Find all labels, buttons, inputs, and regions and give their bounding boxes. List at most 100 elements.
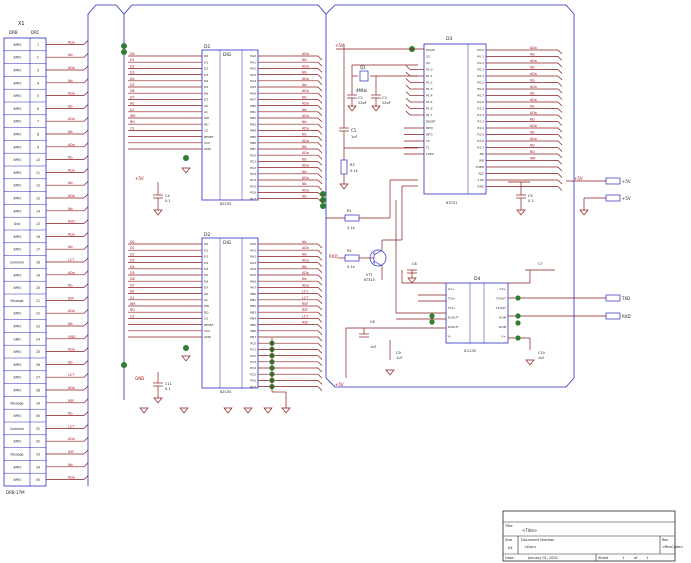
- chip-pin-label: P2.0: [477, 100, 484, 104]
- connector-row-pin: 11: [36, 171, 40, 175]
- chip-net-label: CS: [130, 126, 134, 130]
- chip-net-label: LCT: [302, 314, 309, 318]
- chip-net-label: ADa: [530, 111, 537, 115]
- of-label: of: [634, 556, 638, 560]
- chip-pin-label: PA2: [250, 67, 256, 71]
- chip-net-label: D0: [130, 240, 135, 244]
- transistor-ref: VT1: [366, 273, 373, 277]
- capacitor-value: 1uF: [538, 356, 544, 360]
- chip-pin-label: RXD: [478, 185, 485, 189]
- chip-pin-label: PA2: [250, 255, 256, 259]
- chip-pin-label: PB4: [250, 129, 256, 133]
- title-label: Title: [504, 524, 513, 528]
- chip-pin-label: D2: [204, 255, 208, 259]
- connector-row-pin: 32: [36, 440, 40, 444]
- chip-pin-label: A0: [204, 292, 208, 296]
- chip-pin-label: D5: [204, 273, 208, 277]
- chip-right-pins: P0.0ADaP0.1NbP0.2ADaP0.3NbP0.4ADaP0.5NbP…: [476, 46, 563, 191]
- chip-pin-label: D4: [204, 267, 208, 271]
- connector-ref: X1: [18, 21, 25, 27]
- chip-net-label: WR: [530, 157, 536, 161]
- chip-net-label: ADa: [302, 52, 309, 56]
- capacitor-ref: C3: [382, 96, 387, 100]
- chip-pin-label: PA5: [250, 273, 256, 277]
- connector-row-name: XPIN: [13, 248, 21, 252]
- chip-pin-label: T2EX: [425, 152, 434, 156]
- chip-right-pins: PA0ADaPA1NbPA2ADaPA3NbPA4ADaPA5NbPA6ADaP…: [250, 52, 323, 203]
- chip-pin-label: RESET: [204, 135, 214, 139]
- chip-pin-label: A1: [204, 298, 208, 302]
- connector-row-name: GND: [13, 337, 21, 341]
- chip-pin-label: D1: [204, 248, 208, 252]
- chip-pin-label: P1.2: [426, 81, 433, 85]
- connector-row-name: XPIN: [13, 209, 21, 213]
- chip-net-label: WR: [130, 302, 136, 306]
- chip-net-label: Nb: [302, 252, 307, 256]
- capacitor-c5: [508, 181, 530, 210]
- chip-net-label: Nb: [530, 131, 535, 135]
- connector-row-name: XPIN: [13, 158, 21, 162]
- transistor-value: KT315: [364, 278, 375, 282]
- resistor-r2: [338, 254, 370, 262]
- chip-net-label: ADa: [302, 271, 309, 275]
- chip-net-label: Nb: [302, 108, 307, 112]
- capacitor-value: 22pF: [382, 101, 391, 105]
- connector-row-pin: 7: [37, 120, 39, 124]
- connector-net-label: ADa: [68, 271, 75, 275]
- chip-pin-label: T1OUT: [495, 306, 506, 310]
- chip-net-label: Nb: [530, 79, 535, 83]
- chip-pin-label: P1.6: [426, 107, 433, 111]
- connector-row-name: XPIN: [13, 235, 21, 239]
- chip-pin-label: PB0: [250, 292, 256, 296]
- chip-ref: D1: [204, 44, 210, 50]
- ground-symbols: [139, 105, 589, 414]
- connector-row-name: XPIN: [13, 133, 21, 137]
- crystal-q1: [351, 64, 418, 88]
- connector-row-name: Gnd: [14, 222, 21, 226]
- connector-row-pin: 9: [37, 145, 39, 149]
- chip-pin-label: PB5: [250, 135, 256, 139]
- chip-net-label: ADa: [302, 164, 309, 168]
- connector-net-label: ADa: [68, 92, 75, 96]
- connector-row-name: XPIN: [13, 184, 21, 188]
- chip-net-label: ADa: [302, 126, 309, 130]
- chip-pin-label: R1OUT: [448, 316, 459, 320]
- chip-pin-label: P1.4: [426, 94, 433, 98]
- chip-net-label: ADa: [530, 137, 537, 141]
- connector-row-name: XPIN: [13, 273, 21, 277]
- chip-pin-label: P0.4: [477, 74, 484, 78]
- ground-symbol: [525, 359, 535, 366]
- capacitor-c11: [153, 372, 163, 398]
- connector-row-pin: 31: [36, 427, 40, 431]
- chip-pin-label: R2OUT: [448, 325, 459, 329]
- chip-net-label: RSF: [302, 321, 308, 325]
- junction-dot: [429, 319, 435, 325]
- connector-net-label: LCT: [68, 258, 75, 262]
- connector-row-pin: 18: [36, 261, 40, 265]
- chip-part: 82C55: [220, 390, 231, 394]
- net-label-power-in: +5V: [622, 179, 631, 184]
- connector-part: DRB-37M: [6, 490, 25, 495]
- chip-pin-label: X1: [426, 55, 430, 59]
- chip-pin-label: P0.1: [477, 55, 484, 59]
- chip-net-label: Nb: [302, 240, 307, 244]
- connector-row-pin: 15: [36, 222, 40, 226]
- connector-row-pin: 3: [37, 69, 39, 73]
- chip-left-pins: D0D0D1D1D2D2D3D3D4D4D5D5D6D6D7D7A0A0A1A1…: [128, 52, 214, 151]
- chip-net-label: ADa: [302, 114, 309, 118]
- chip-pin-label: T2OUT: [495, 297, 506, 301]
- chip-net-label: ADa: [302, 151, 309, 155]
- connector-row-pin: 28: [36, 389, 40, 393]
- connector-row-name: Common: [10, 261, 24, 265]
- chip-pin-label: PA5: [250, 85, 256, 89]
- chip-net-label: D2: [130, 64, 135, 68]
- date-value: January 01, 2001: [527, 556, 558, 560]
- chip-pin-label: RESET: [204, 323, 214, 327]
- connector-net-label: Nb: [68, 156, 73, 160]
- chip-net-label: ADa: [530, 85, 537, 89]
- chip-net-label: Nb: [302, 71, 307, 75]
- chip-pin-label: TXD: [477, 178, 485, 182]
- junction-dot: [183, 345, 189, 351]
- title-block: Title <Title> Size A4 Document Number <D…: [502, 510, 683, 562]
